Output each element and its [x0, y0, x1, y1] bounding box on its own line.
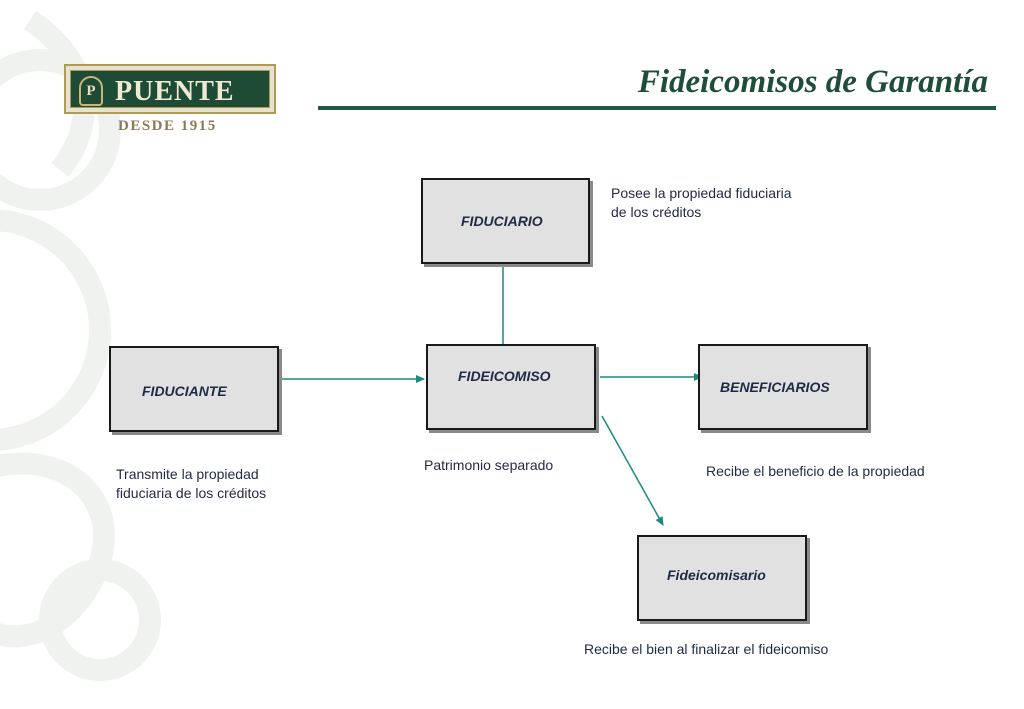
- page-title: Fideicomisos de Garantía: [637, 64, 988, 100]
- logo-name: PUENTE: [115, 76, 235, 107]
- node-fiduciario-label: FIDUCIARIO: [461, 213, 543, 229]
- logo-since: DESDE 1915: [118, 118, 217, 134]
- note-beneficiarios: Recibe el beneficio de la propiedad: [706, 462, 925, 481]
- logo-plate: P PUENTE: [70, 70, 270, 108]
- note-fideicomisario: Recibe el bien al finalizar el fideicomi…: [584, 640, 828, 659]
- ornament-watermark: [0, 10, 161, 681]
- note-fiduciario: Posee la propiedad fiduciaria de los cré…: [611, 184, 792, 222]
- node-fideicomiso: FIDEICOMISO: [426, 344, 596, 430]
- note-fideicomiso: Patrimonio separado: [424, 456, 553, 475]
- arrow-fideicomiso-fideicomisario: [601, 415, 664, 526]
- note-fiduciante-line: Transmite la propiedad: [116, 466, 259, 482]
- note-fideicomisario-line: Recibe el bien al finalizar el fideicomi…: [584, 641, 829, 657]
- company-logo: P PUENTE: [64, 64, 276, 114]
- note-fideicomiso-line: Patrimonio separado: [424, 457, 554, 473]
- node-fideicomisario: Fideicomisario: [637, 535, 807, 621]
- node-fideicomiso-label: FIDEICOMISO: [458, 368, 551, 384]
- logo-emblem-icon: P: [79, 76, 103, 106]
- node-fideicomisario-label: Fideicomisario: [667, 567, 766, 583]
- note-fiduciario-line: Posee la propiedad fiduciaria: [611, 185, 792, 201]
- node-fiduciante: FIDUCIANTE: [109, 346, 279, 432]
- note-beneficiarios-line: Recibe el beneficio de la propiedad: [706, 463, 925, 479]
- node-beneficiarios: BENEFICIARIOS: [698, 344, 868, 430]
- title-underline: [318, 106, 996, 110]
- note-fiduciante-line: fiduciaria de los créditos: [116, 485, 267, 501]
- note-fiduciario-line: de los créditos: [611, 204, 702, 220]
- node-fiduciante-label: FIDUCIANTE: [142, 383, 227, 399]
- node-fiduciario: FIDUCIARIO: [421, 178, 590, 264]
- node-beneficiarios-label: BENEFICIARIOS: [720, 379, 830, 395]
- note-fiduciante: Transmite la propiedad fiduciaria de los…: [116, 465, 266, 503]
